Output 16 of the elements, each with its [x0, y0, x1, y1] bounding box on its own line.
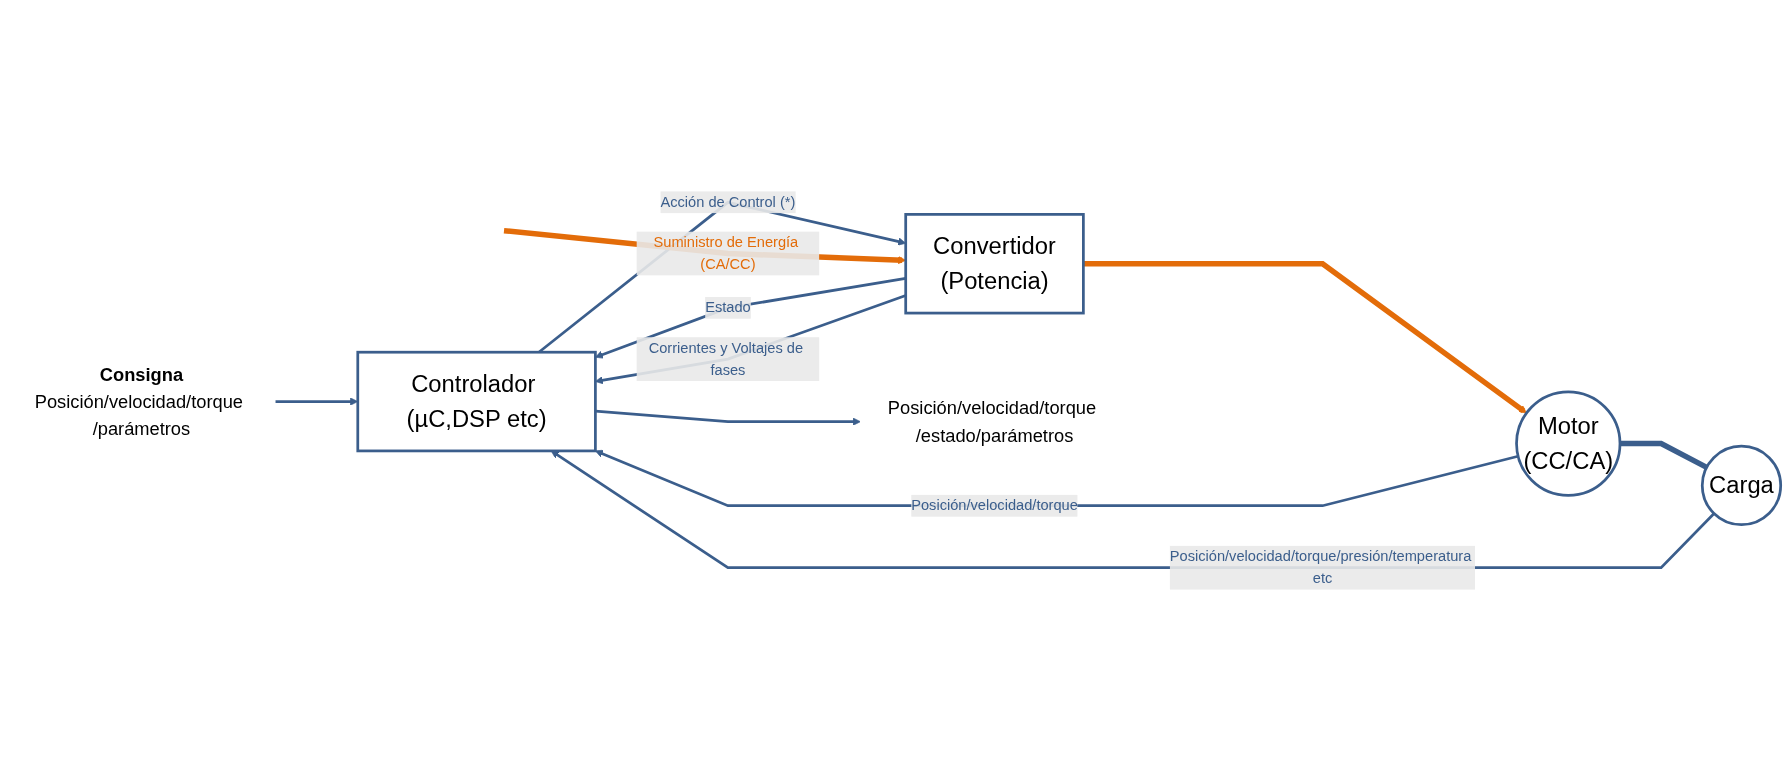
connector [1620, 440, 1708, 470]
edge-label: Posición/velocidad/torque/presión/temperatura etc [1169, 548, 1472, 586]
edge-label: Posición/velocidad/torque [911, 497, 1078, 514]
node-text: Consigna Posición/velocidad/torque /parámetros [34, 364, 244, 440]
edge-label: Acción de Control (*) [660, 194, 796, 210]
edge-label: Estado [705, 299, 751, 316]
node-box: Controlador (µC,DSP etc) [356, 350, 597, 453]
arrow [595, 277, 906, 359]
node-circle: Carga [1700, 444, 1783, 527]
node-circle: Motor (CC/CA) [1515, 390, 1622, 497]
edge-label: Corrientes y Voltajes de fases [648, 339, 804, 378]
arrow [595, 409, 861, 426]
arrow [1083, 261, 1527, 414]
edge-label: Suministro de Energía (CA/CC) [653, 234, 799, 272]
node-box: Convertidor (Potencia) [904, 213, 1085, 315]
node-text: Posición/velocidad/torque /estado/parámetros [887, 397, 1097, 446]
